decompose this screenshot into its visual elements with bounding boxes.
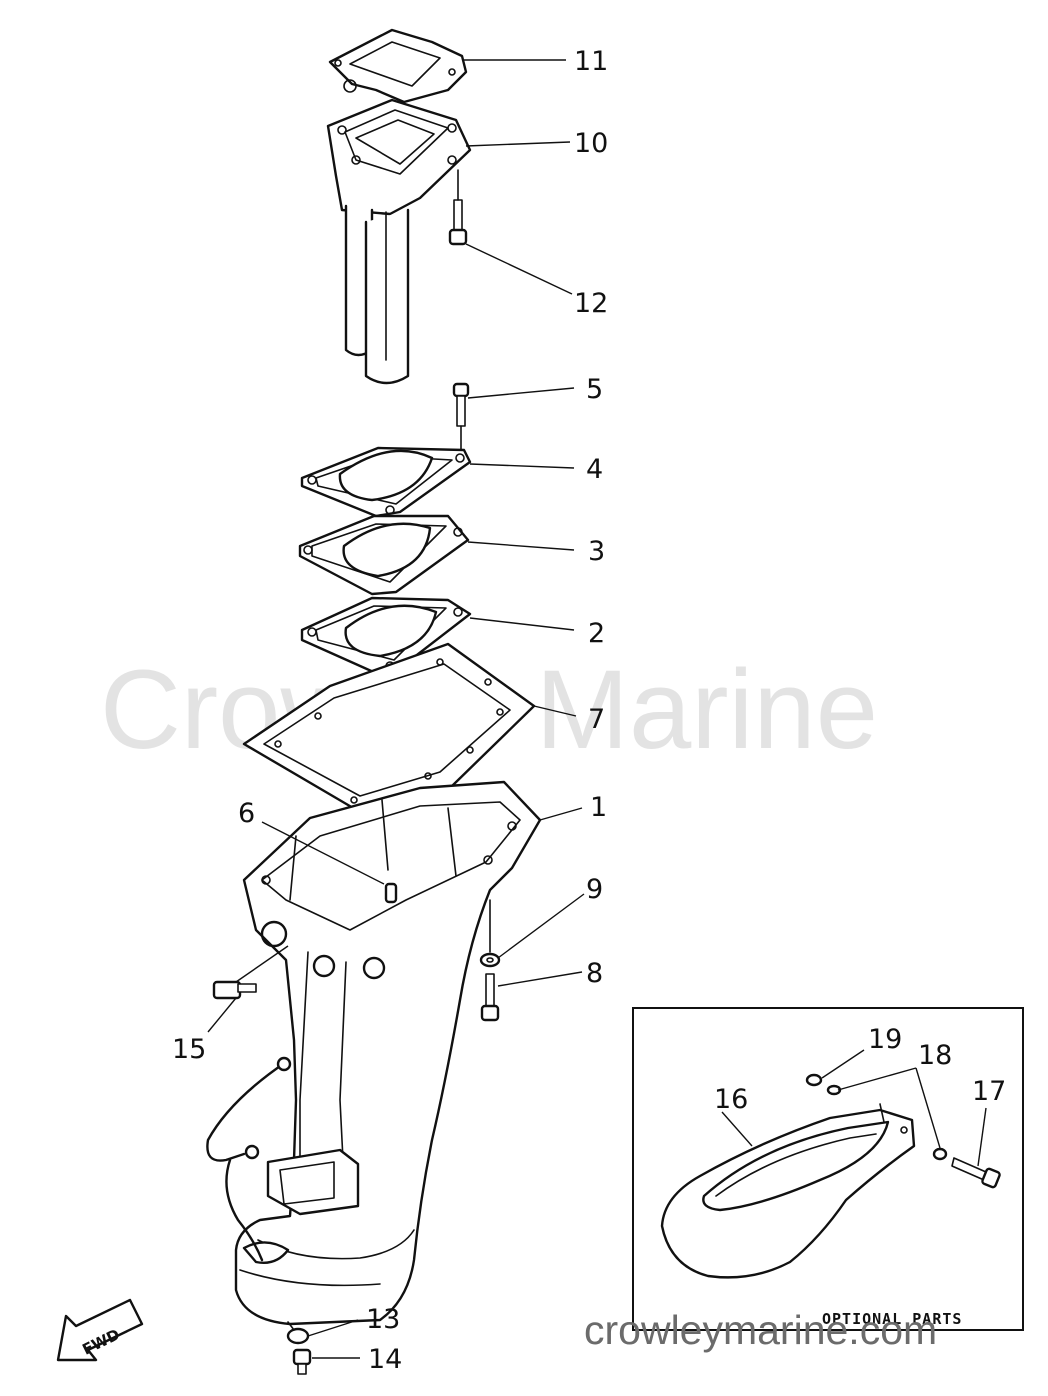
part-9-washer xyxy=(479,899,501,968)
ground-wire xyxy=(206,1056,292,1262)
part-3-gasket xyxy=(298,514,470,596)
callout-2: 2 xyxy=(588,618,605,649)
fwd-arrow: FWD xyxy=(56,1298,144,1362)
part-15-fitting xyxy=(212,945,289,1000)
callout-17: 17 xyxy=(972,1076,1006,1107)
part-16-fin xyxy=(660,1103,916,1279)
callout-15: 15 xyxy=(172,1034,206,1065)
optional-parts-title: OPTIONAL PARTS xyxy=(822,1310,962,1328)
callout-14: 14 xyxy=(368,1344,402,1375)
callout-3: 3 xyxy=(588,536,605,567)
part-10-exhaust-guide xyxy=(326,98,472,385)
part-13-washer xyxy=(286,1321,310,1345)
callout-19: 19 xyxy=(868,1024,902,1055)
callout-13: 13 xyxy=(366,1304,400,1335)
part-8-bolt xyxy=(480,973,500,1022)
leader-lines xyxy=(207,59,987,1359)
part-19-nut xyxy=(805,1073,823,1087)
callout-6: 6 xyxy=(238,798,255,829)
callout-16: 16 xyxy=(714,1084,748,1115)
part-17-bolt xyxy=(951,1157,1001,1189)
site-url: crowleymarine.com xyxy=(584,1307,937,1353)
callout-12: 12 xyxy=(574,288,608,319)
callout-7: 7 xyxy=(588,704,605,735)
part-14-bolt xyxy=(292,1348,312,1375)
part-2-plate xyxy=(300,596,472,676)
callout-18: 18 xyxy=(918,1040,952,1071)
callout-11: 11 xyxy=(574,46,608,77)
part-11-gasket xyxy=(328,28,468,104)
callout-1: 1 xyxy=(590,792,607,823)
optional-parts-box: OPTIONAL PARTS xyxy=(632,1007,1024,1331)
callout-4: 4 xyxy=(586,454,603,485)
part-6-pin xyxy=(384,882,398,904)
callout-10: 10 xyxy=(574,128,608,159)
part-1-upper-casing xyxy=(234,780,542,1326)
part-12-bolt xyxy=(448,169,468,246)
callout-5: 5 xyxy=(586,374,603,405)
callouts: 11 10 12 5 4 3 2 7 1 6 9 8 15 13 14 19 1… xyxy=(172,46,1006,1375)
part-5-bolt xyxy=(452,382,470,453)
callout-8: 8 xyxy=(586,958,603,989)
part-4-plate xyxy=(300,446,472,518)
callout-9: 9 xyxy=(586,874,603,905)
